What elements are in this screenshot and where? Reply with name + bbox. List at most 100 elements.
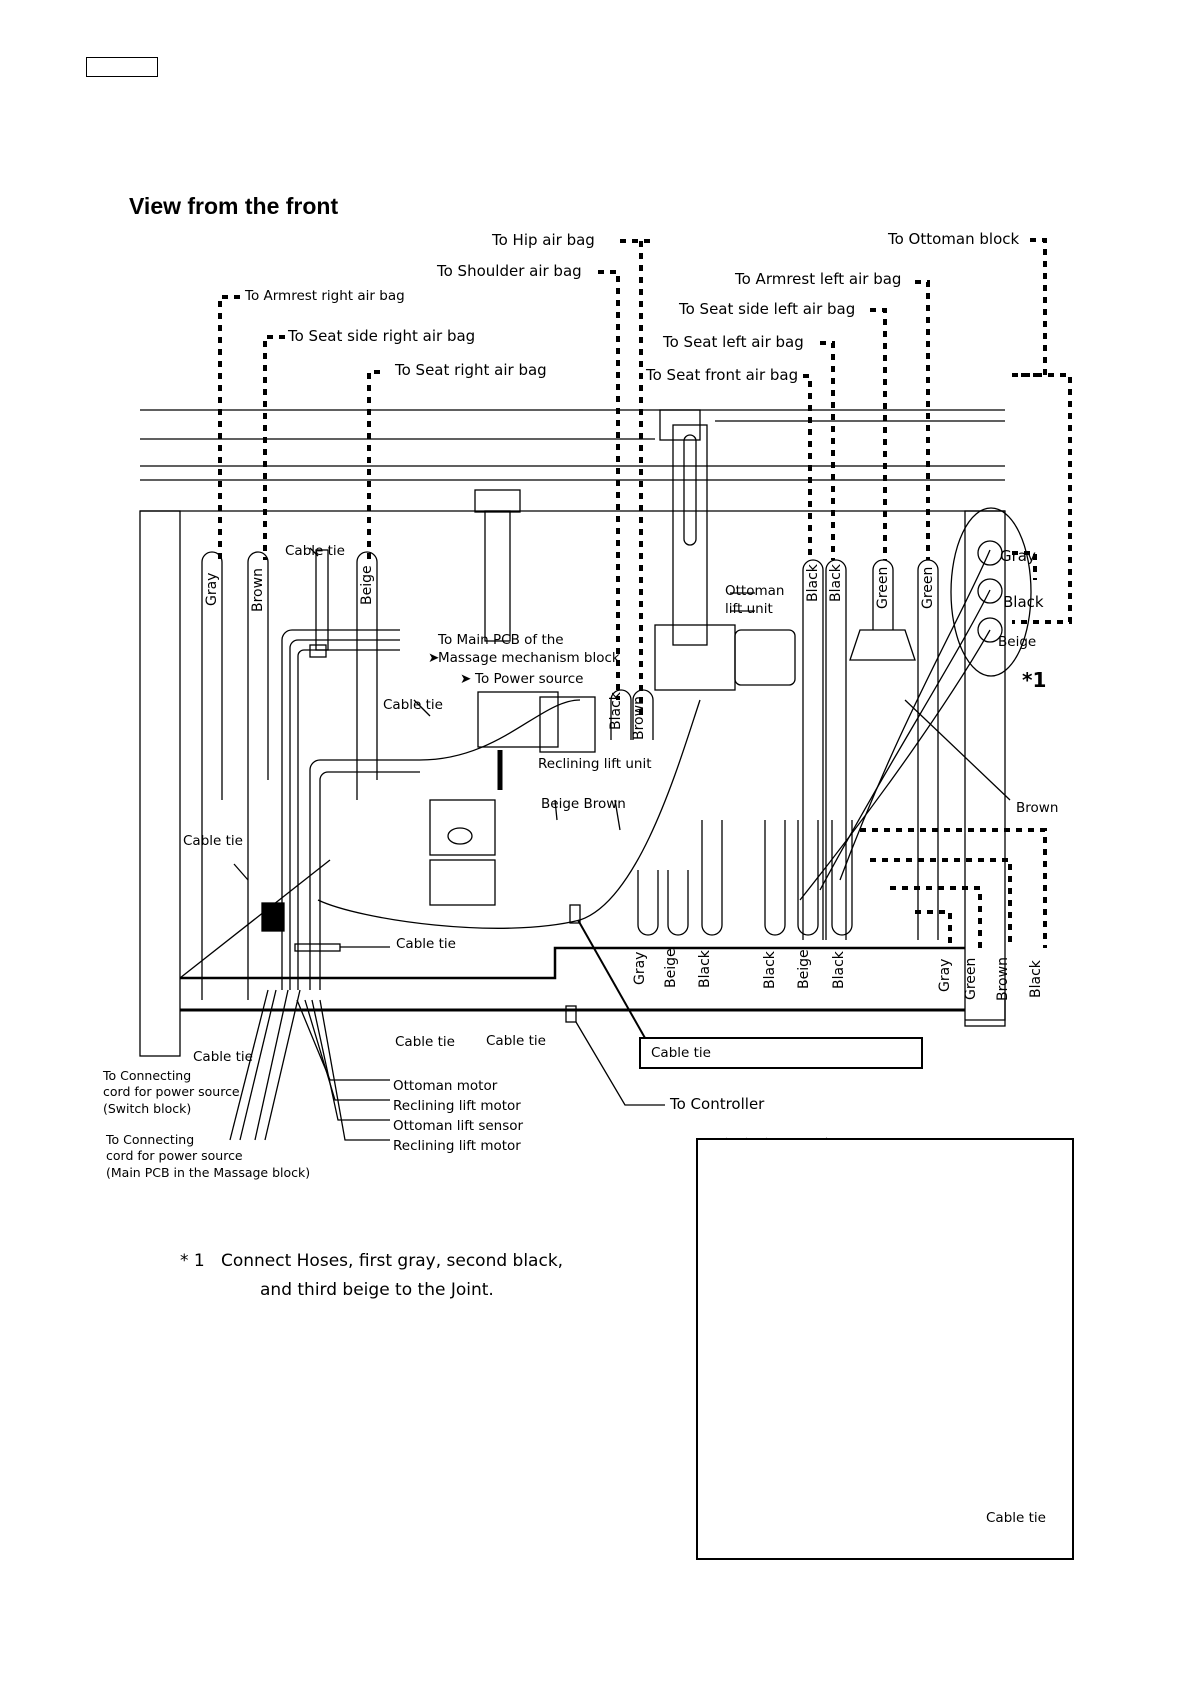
leader-cable-tie-mid (413, 699, 431, 717)
frame-foot (965, 1000, 1006, 1021)
wiring-ottoman-motor: Ottoman motor (393, 1078, 498, 1094)
dash-seat-left (820, 341, 835, 560)
wiring-switch-block: To Connecting cord for power source (Swi… (103, 1068, 240, 1117)
leader-brown (904, 699, 1011, 801)
tube-end-gray (637, 870, 659, 936)
wire-switch-2 (239, 989, 277, 1141)
hose-label-green-2: Green (920, 566, 936, 609)
label-to-armrest-left-air-bag: To Armrest left air bag (735, 270, 902, 288)
label-cable-tie-left: Cable tie (183, 833, 243, 849)
arrow-icon: ➤ (460, 671, 472, 687)
lower-hose-label-black-2: Black (762, 951, 778, 989)
tube-end-black-2 (764, 820, 786, 936)
wiring-reclining-lift-motor-1: Reclining lift motor (393, 1098, 521, 1114)
label-to-seat-left-air-bag: To Seat left air bag (663, 333, 804, 351)
label-to-controller: To Controller (670, 1095, 765, 1113)
dash-ottoman-h (1012, 238, 1047, 377)
label-main-pcb-1: To Main PCB of the (438, 632, 564, 648)
reclining-lift-motor (539, 696, 596, 753)
label-brown-right: Brown (1016, 800, 1059, 816)
dash-gray-low (915, 910, 952, 948)
label-cable-tie-box: Cable tie (651, 1045, 711, 1061)
label-cable-tie-bottom-mid: Cable tie (395, 1034, 455, 1050)
cable-tie-callout-box: Cable tie (639, 1037, 923, 1069)
lower-hose-label-brown: Brown (995, 957, 1011, 1001)
dash-brown-low (870, 858, 1012, 948)
label-to-hip-air-bag: To Hip air bag (492, 231, 595, 249)
dash-black-low (860, 828, 1047, 948)
wire-main-2 (264, 989, 301, 1141)
label-main-pcb-2: Massage mechanism block (438, 650, 620, 666)
footnote: * 1 Connect Hoses, first gray, second bl… (180, 1247, 563, 1305)
wiring-ottoman-lift-sensor: Ottoman lift sensor (393, 1118, 524, 1134)
joint-label-gray: Gray (1000, 547, 1036, 565)
hose-label-gray: Gray (204, 572, 220, 606)
cable-tie-center (294, 943, 341, 952)
wiring-main-line2: cord for power source (106, 1148, 243, 1164)
label-main-pcb-arrow: ➤ (428, 650, 440, 666)
dash-ottoman-gray (1012, 551, 1037, 580)
connector-2 (429, 859, 496, 906)
hose-black-2 (825, 559, 847, 940)
joint-ellipse (950, 507, 1032, 677)
label-ottoman-lift-unit-2: lift unit (725, 601, 773, 617)
hose-label-black-1: Black (805, 564, 821, 602)
tube-end-beige-2 (797, 820, 819, 936)
label-to-armrest-right-air-bag: To Armrest right air bag (245, 288, 405, 304)
ottoman-column (672, 424, 708, 646)
dash-ottoman-route (1012, 373, 1072, 624)
hose-brown (247, 551, 269, 1000)
ottoman-lift-motor (734, 629, 796, 686)
lower-hose-label-black: Black (697, 950, 713, 988)
center-post (484, 510, 511, 642)
wiring-reclining-lift-motor-2: Reclining lift motor (393, 1138, 521, 1154)
label-to-seat-side-right-air-bag: To Seat side right air bag (288, 327, 476, 345)
wire-bundle-1 (281, 629, 400, 990)
dash-seat-front (803, 374, 812, 560)
dash-armrest-left (915, 280, 930, 560)
label-cable-tie-mid: Cable tie (383, 697, 443, 713)
ottoman-lift-head (654, 624, 736, 691)
leader-cable-tie-box (577, 919, 646, 1039)
inset-detail-view: Cable tie (696, 1138, 1074, 1560)
leader-beige (554, 799, 558, 821)
footnote-marker: * 1 (180, 1251, 205, 1271)
connector-hole (447, 827, 473, 845)
label-reclining-lift-unit: Reclining lift unit (538, 756, 652, 772)
label-to-seat-front-air-bag: To Seat front air bag (646, 366, 799, 384)
lower-hose-label-gray-2: Gray (937, 958, 953, 992)
hose-black-center (610, 689, 632, 740)
wire-bundle-3 (297, 649, 400, 990)
lower-hose-label-black-3: Black (831, 951, 847, 989)
hose-green-2 (917, 559, 939, 940)
wiring-switch-line2: cord for power source (103, 1084, 240, 1100)
bracket-mid (474, 489, 521, 513)
dash-seat-side-right (263, 335, 285, 560)
label-cable-tie-bottom-left: Cable tie (193, 1049, 253, 1065)
joint-label-black: Black (1003, 593, 1044, 611)
frame-base (180, 946, 965, 980)
wire-bundle-4 (309, 699, 581, 990)
cable-tie-right (569, 904, 581, 924)
wire-ottoman-motor (319, 999, 390, 1141)
leader-cable-tie-left (233, 863, 249, 881)
label-to-shoulder-air-bag: To Shoulder air bag (437, 262, 582, 280)
leader-to-controller (575, 1021, 665, 1106)
label-cable-tie-bottom-right: Cable tie (486, 1033, 546, 1049)
lower-hose-label-black-4: Black (1028, 960, 1044, 998)
joint-port-beige (977, 617, 1003, 643)
hose-label-green-1: Green (875, 566, 891, 609)
wire-bundle-5 (319, 771, 420, 990)
dash-green-low (890, 886, 982, 948)
wiring-switch-line1: To Connecting (103, 1068, 192, 1083)
leader-brown-2 (614, 799, 621, 831)
lower-hose-label-green: Green (963, 957, 979, 1000)
connector-1 (429, 799, 496, 856)
hose-joint (849, 629, 916, 661)
hose-label-black-center: Black (608, 692, 624, 730)
label-cable-tie-top: Cable tie (285, 543, 345, 559)
dash-seat-side-left (870, 308, 887, 560)
wiring-switch-line3: (Switch block) (103, 1100, 192, 1116)
wire-switch-1 (229, 989, 269, 1141)
footnote-line2: and third beige to the Joint. (260, 1280, 494, 1300)
